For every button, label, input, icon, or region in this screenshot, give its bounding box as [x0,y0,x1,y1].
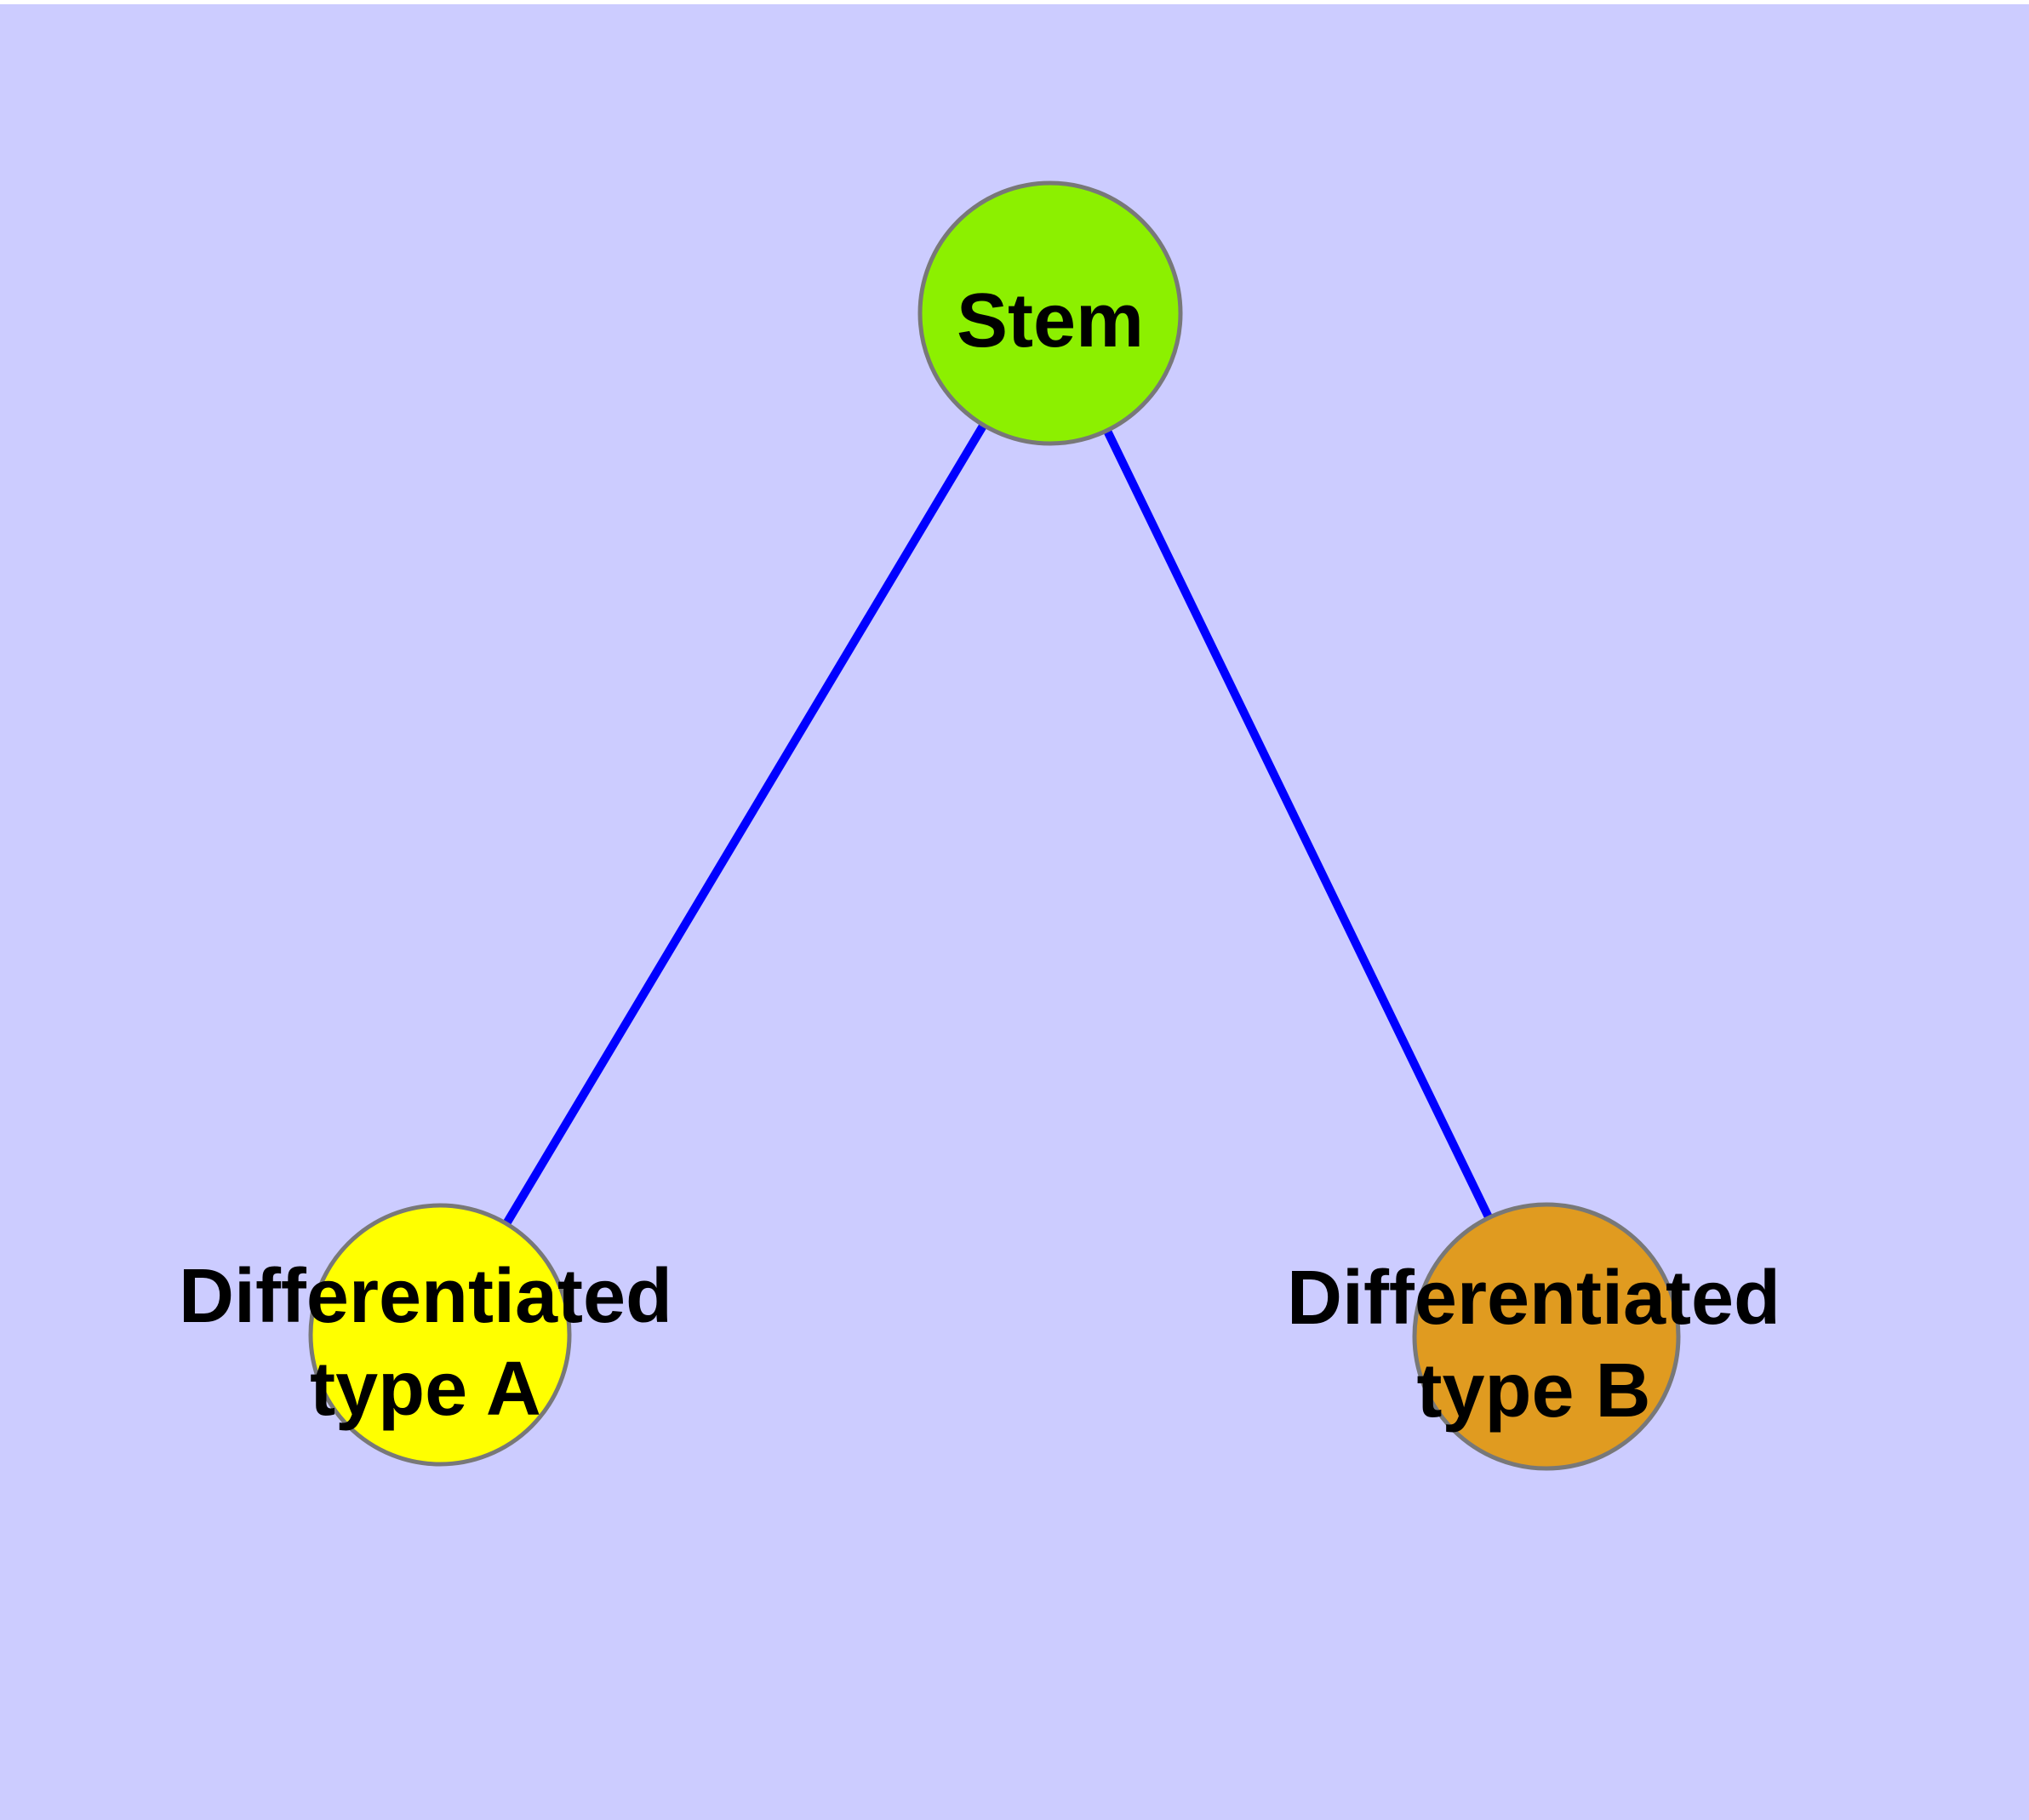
top-margin-strip [0,0,2029,4]
node-stem [917,180,1183,446]
edge-stem-to-differentiated-type-b [1046,311,1551,1339]
node-differentiated-type-b [1412,1202,1681,1471]
edge-stem-to-differentiated-type-a [436,311,1055,1337]
node-differentiated-type-a [308,1203,572,1467]
